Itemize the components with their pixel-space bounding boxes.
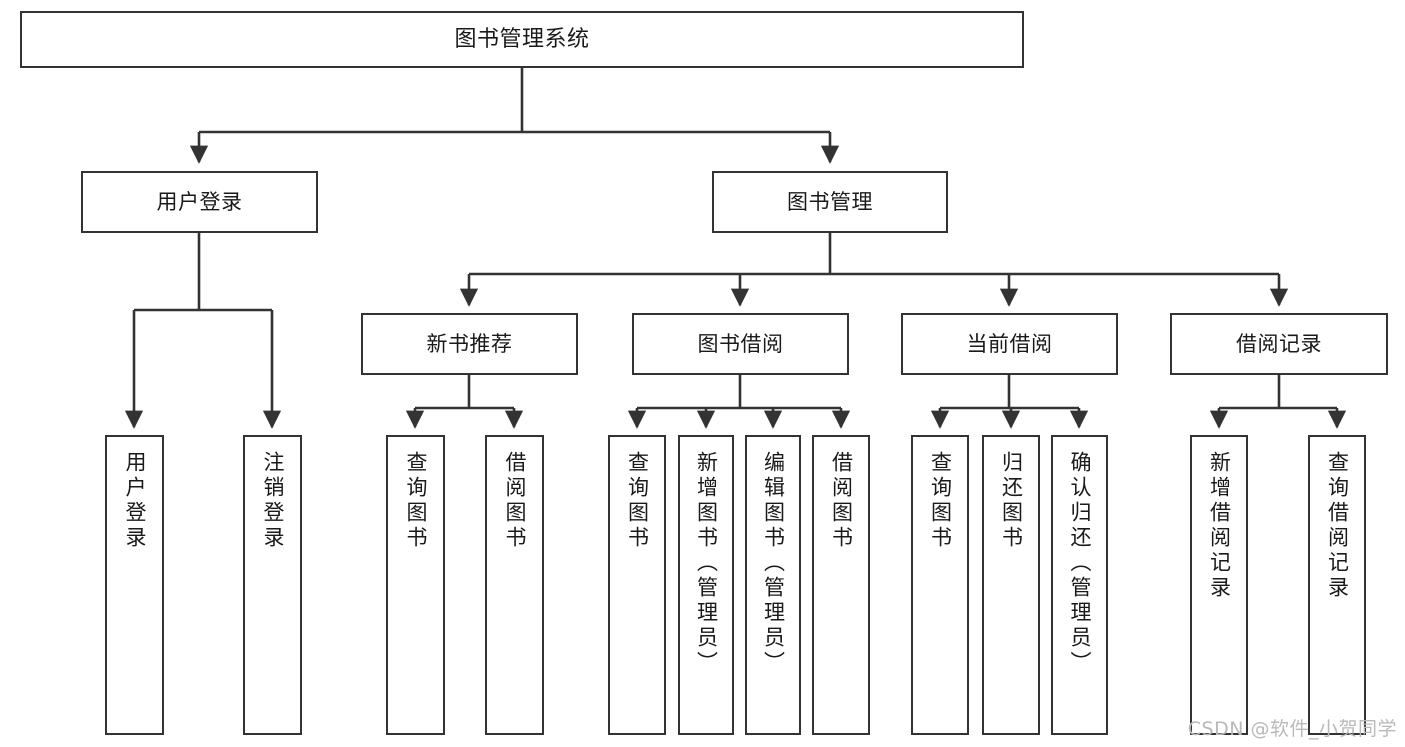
node-user-login-label: 用户登录 [156, 189, 243, 214]
node-leaf-return-book-label: 归还图书 [999, 451, 1024, 551]
node-leaf-edit-book[interactable]: 编辑图书（管理员） [745, 435, 801, 735]
node-leaf-query-book-3-label: 查询图书 [928, 451, 953, 551]
node-current-borrow-label: 当前借阅 [966, 331, 1053, 356]
node-leaf-borrow-book-2-label: 借阅图书 [829, 451, 854, 551]
node-leaf-add-book[interactable]: 新增图书（管理员） [678, 435, 734, 735]
node-borrow-record-label: 借阅记录 [1236, 331, 1322, 356]
node-leaf-query-book-1[interactable]: 查询图书 [386, 435, 445, 735]
node-leaf-confirm-return-label: 确认归还（管理员） [1068, 451, 1092, 676]
node-leaf-query-book-3[interactable]: 查询图书 [911, 435, 969, 735]
node-leaf-borrow-book-2[interactable]: 借阅图书 [812, 435, 870, 735]
node-user-login[interactable]: 用户登录 [81, 171, 318, 233]
node-leaf-user-login-label: 用户登录 [123, 451, 147, 551]
node-leaf-query-book-1-label: 查询图书 [404, 451, 428, 551]
node-leaf-confirm-return[interactable]: 确认归还（管理员） [1051, 435, 1108, 735]
node-leaf-logout-label: 注销登录 [261, 451, 285, 551]
node-book-borrow-label: 图书借阅 [697, 331, 784, 356]
node-leaf-query-record-label: 查询借阅记录 [1325, 451, 1350, 601]
node-borrow-record[interactable]: 借阅记录 [1170, 313, 1388, 375]
node-leaf-logout[interactable]: 注销登录 [243, 435, 302, 735]
node-root[interactable]: 图书管理系统 [20, 11, 1024, 68]
node-book-manage[interactable]: 图书管理 [712, 171, 948, 233]
node-leaf-add-record-label: 新增借阅记录 [1207, 451, 1232, 601]
node-leaf-edit-book-label: 编辑图书（管理员） [761, 451, 786, 676]
node-leaf-borrow-book-1-label: 借阅图书 [503, 451, 527, 551]
node-leaf-add-record[interactable]: 新增借阅记录 [1190, 435, 1248, 735]
node-root-label: 图书管理系统 [454, 26, 590, 52]
node-leaf-query-record[interactable]: 查询借阅记录 [1308, 435, 1366, 735]
csdn-watermark: CSDN @软件_小贺同学 [1187, 718, 1397, 740]
node-book-manage-label: 图书管理 [787, 189, 873, 214]
node-leaf-add-book-label: 新增图书（管理员） [694, 451, 719, 676]
node-book-borrow[interactable]: 图书借阅 [632, 313, 849, 375]
node-leaf-borrow-book-1[interactable]: 借阅图书 [485, 435, 544, 735]
node-leaf-query-book-2[interactable]: 查询图书 [608, 435, 666, 735]
node-current-borrow[interactable]: 当前借阅 [901, 313, 1118, 375]
node-leaf-query-book-2-label: 查询图书 [625, 451, 650, 551]
node-leaf-return-book[interactable]: 归还图书 [982, 435, 1040, 735]
node-new-book-recommend-label: 新书推荐 [426, 331, 513, 356]
node-leaf-user-login[interactable]: 用户登录 [105, 435, 164, 735]
node-new-book-recommend[interactable]: 新书推荐 [361, 313, 578, 375]
